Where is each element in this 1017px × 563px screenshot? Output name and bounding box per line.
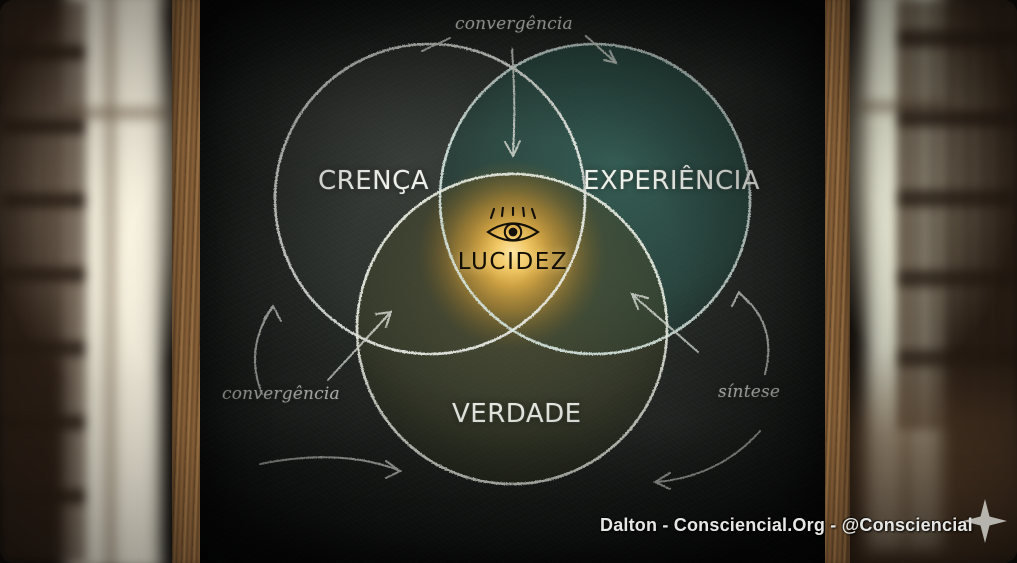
watermark-text: Dalton - Consciencial.Org - @Consciencia… xyxy=(600,515,973,535)
chalkboard: CRENÇA EXPERIÊNCIA VERDADE convergência … xyxy=(200,0,825,563)
bookshelf-left xyxy=(0,0,86,563)
chalkboard-vignette xyxy=(200,0,825,563)
sparkle-star-icon xyxy=(963,499,1007,543)
